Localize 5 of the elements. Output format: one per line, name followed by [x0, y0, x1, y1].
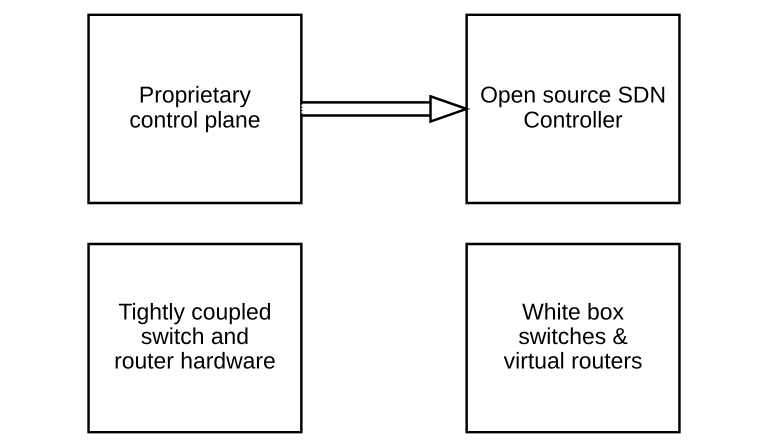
node-box: Proprietary control plane [86, 14, 302, 204]
node-box: White box switches & virtual routers [464, 242, 680, 434]
node-box: Open source SDN Controller [464, 14, 680, 204]
node-box: Tightly coupled switch and router hardware [86, 242, 302, 434]
arrow [300, 94, 470, 124]
